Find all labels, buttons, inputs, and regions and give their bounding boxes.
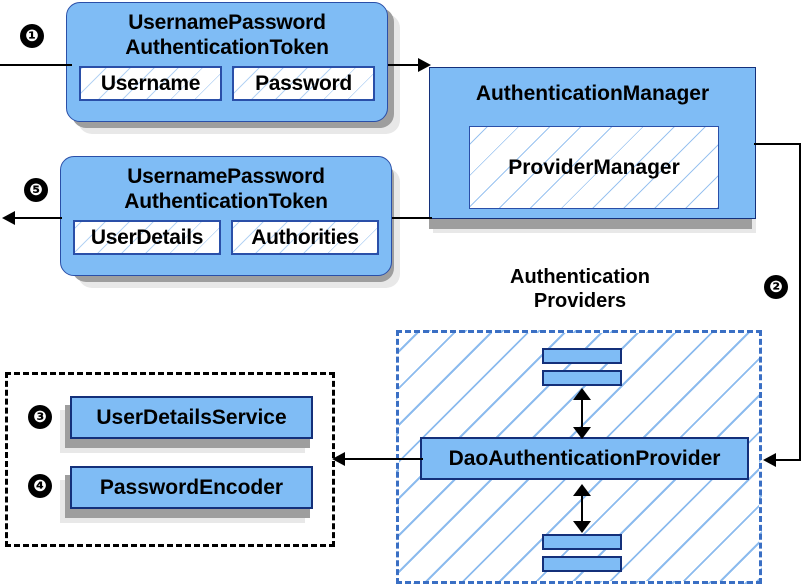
marker-1: ❶	[20, 24, 44, 48]
dao-authentication-provider-card[interactable]: DaoAuthenticationProvider	[420, 437, 749, 480]
connector-manager-right-down	[799, 143, 801, 460]
arrow-down-top-provider	[573, 427, 591, 439]
arrow-response-outgoing	[2, 211, 15, 225]
other-provider-bar-bottom-1[interactable]	[542, 534, 622, 550]
marker-5: ❺	[24, 178, 48, 202]
request-token-title-line2: AuthenticationToken	[125, 36, 329, 59]
arrow-into-dao-provider	[763, 453, 776, 467]
other-provider-bar-top-2[interactable]	[542, 370, 622, 386]
connector-dao-to-dependencies	[345, 458, 423, 460]
marker-3: ❸	[28, 405, 52, 429]
connector-top-provider-link	[581, 392, 583, 434]
other-provider-bar-top-1[interactable]	[542, 348, 622, 364]
slot-username[interactable]: Username	[79, 66, 222, 101]
slot-userdetails[interactable]: UserDetails	[73, 220, 221, 255]
response-token-title-line1: UsernamePassword	[127, 165, 325, 188]
other-provider-bar-bottom-2[interactable]	[542, 556, 622, 572]
slot-password[interactable]: Password	[232, 66, 375, 101]
provider-manager-panel[interactable]: ProviderManager	[469, 126, 719, 209]
arrow-up-top-provider	[573, 388, 591, 400]
slot-authorities[interactable]: Authorities	[231, 220, 379, 255]
authentication-providers-label-line1: Authentication	[510, 266, 650, 288]
arrow-down-bottom-provider	[573, 521, 591, 533]
response-token-card[interactable]: UsernamePassword AuthenticationToken Use…	[60, 156, 392, 276]
arrow-request-to-manager	[418, 58, 431, 72]
connector-bottom-provider-link	[581, 488, 583, 528]
authentication-providers-label: Authentication Providers	[460, 265, 700, 313]
userdetailsservice-card[interactable]: UserDetailsService	[70, 396, 313, 439]
connector-incoming-request	[0, 64, 72, 66]
request-token-title-line1: UsernamePassword	[128, 11, 326, 34]
connector-manager-to-response	[392, 217, 432, 219]
provider-manager-label: ProviderManager	[508, 155, 680, 179]
passwordencoder-card[interactable]: PasswordEncoder	[70, 466, 313, 509]
request-token-card[interactable]: UsernamePassword AuthenticationToken Use…	[66, 2, 388, 122]
marker-4: ❹	[28, 474, 52, 498]
response-token-title-line2: AuthenticationToken	[124, 190, 328, 213]
response-token-title: UsernamePassword AuthenticationToken	[61, 157, 391, 214]
connector-manager-right-stub	[754, 143, 801, 145]
authentication-providers-label-line2: Providers	[533, 290, 627, 312]
marker-2: ❷	[764, 275, 788, 299]
arrow-up-bottom-provider	[573, 484, 591, 496]
userdetailsservice-label: UserDetailsService	[96, 405, 287, 429]
authentication-manager-title: AuthenticationManager	[475, 82, 710, 105]
authentication-manager-card[interactable]: AuthenticationManager ProviderManager	[429, 67, 756, 219]
connector-request-to-manager	[388, 64, 422, 66]
arrow-dao-to-dependencies	[332, 452, 345, 466]
request-token-slots: Username Password	[67, 60, 387, 101]
passwordencoder-label: PasswordEncoder	[99, 475, 284, 499]
dao-authentication-provider-label: DaoAuthenticationProvider	[448, 446, 721, 470]
request-token-title: UsernamePassword AuthenticationToken	[67, 3, 387, 60]
connector-response-outgoing	[14, 217, 62, 219]
connector-down-to-provider	[775, 459, 801, 461]
response-token-slots: UserDetails Authorities	[61, 214, 391, 255]
